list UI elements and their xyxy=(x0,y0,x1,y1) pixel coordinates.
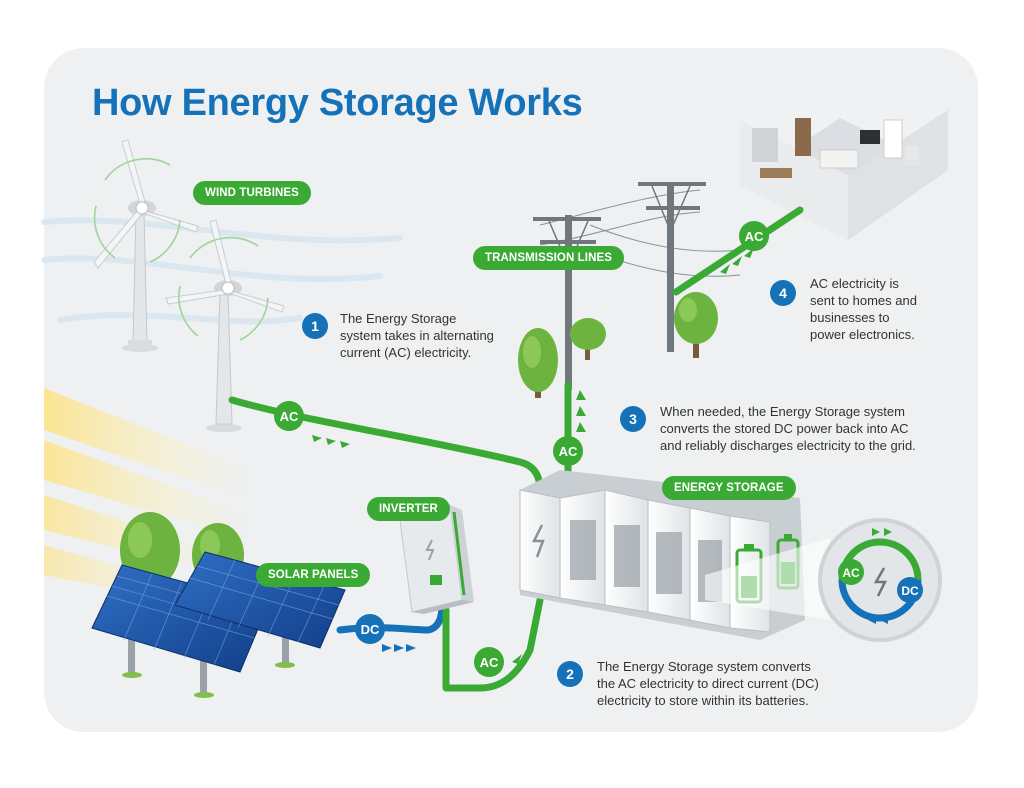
step-4-number: 4 xyxy=(770,280,796,306)
svg-text:DC: DC xyxy=(361,622,380,637)
dc-flow-arrows xyxy=(382,644,416,652)
lightning-bolt-icon xyxy=(873,567,888,597)
transmission-tower-icon xyxy=(638,182,706,352)
wind-turbines-label: WIND TURBINES xyxy=(193,181,311,205)
dc-badge xyxy=(897,577,923,603)
flow-badge-dc: DC xyxy=(355,614,385,644)
step-2-description: The Energy Storage system converts the A… xyxy=(597,659,819,708)
flow-badge-ac: AC xyxy=(474,647,504,677)
tree-icon xyxy=(518,328,558,398)
page-title: How Energy Storage Works xyxy=(92,82,583,124)
step-2-number: 2 xyxy=(557,661,583,687)
dc-badge-label: DC xyxy=(901,584,919,598)
lightning-bolt-icon xyxy=(531,524,545,558)
step-3-number: 3 xyxy=(620,406,646,432)
wind-turbine-icon xyxy=(93,139,199,350)
wind-streaks xyxy=(41,217,403,325)
flow-arrows xyxy=(312,248,754,664)
energy-storage-label: ENERGY STORAGE xyxy=(662,476,796,500)
grid-to-home-line xyxy=(672,206,804,296)
ac-badge xyxy=(838,559,864,585)
house-icon xyxy=(740,60,948,240)
step-3-description: When needed, the Energy Storage system c… xyxy=(660,404,916,453)
transmission-lines-label: TRANSMISSION LINES xyxy=(473,246,625,270)
tree-icon xyxy=(674,292,718,358)
flow-badge-ac: AC xyxy=(739,221,769,251)
svg-text:AC: AC xyxy=(480,655,499,670)
tree-icon xyxy=(570,318,606,360)
step-1-number: 1 xyxy=(302,313,328,339)
svg-text:AC: AC xyxy=(559,444,578,459)
inverter-label: INVERTER xyxy=(367,497,450,521)
flow-badge-ac: AC xyxy=(274,401,304,431)
ac-badge-label: AC xyxy=(842,566,860,580)
inverter-icon xyxy=(399,504,474,614)
solar-panels-label: SOLAR PANELS xyxy=(256,563,371,587)
step-4-description: AC electricity is sent to homes and busi… xyxy=(810,276,917,342)
step-1-description: The Energy Storage system takes in alter… xyxy=(340,311,494,360)
wind-turbine-icon xyxy=(165,219,285,425)
svg-text:AC: AC xyxy=(280,409,299,424)
svg-text:AC: AC xyxy=(745,229,764,244)
flow-badge-ac: AC xyxy=(553,436,583,466)
storage-cabinet-main xyxy=(519,489,561,599)
ac-dc-conversion-icon: AC DC xyxy=(818,518,942,642)
